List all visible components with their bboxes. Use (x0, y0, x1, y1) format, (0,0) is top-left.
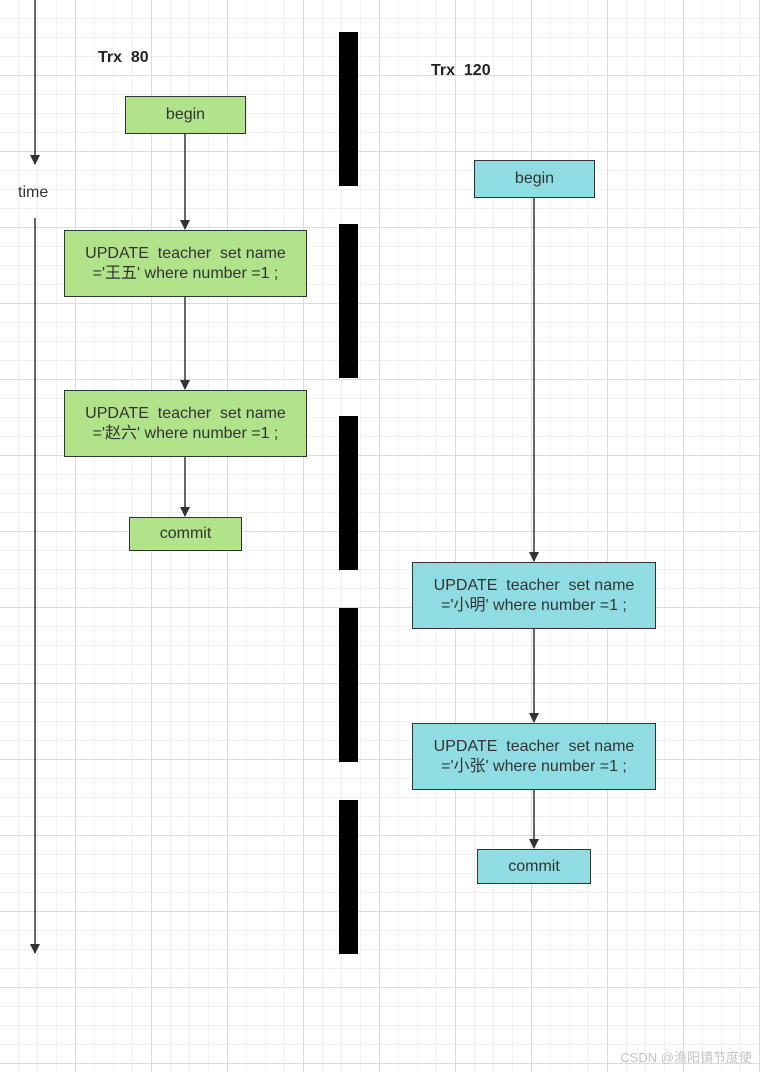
divider-dash (339, 416, 358, 570)
time-axis-label: time (18, 184, 49, 201)
trx-120-update-node-1[interactable]: UPDATE teacher set name ='小明' where numb… (412, 562, 656, 629)
trx-120-update-node-2[interactable]: UPDATE teacher set name ='小张' where numb… (412, 723, 656, 790)
trx-80-begin-node[interactable]: begin (125, 96, 246, 134)
trx-120-begin-node[interactable]: begin (474, 160, 595, 198)
trx-80-update-node-1[interactable]: UPDATE teacher set name ='王五' where numb… (64, 230, 307, 297)
divider-dash (339, 608, 358, 762)
watermark: CSDN @渔阳镇节度使 (620, 1050, 752, 1065)
divider-dash (339, 224, 358, 378)
lane-title-trx-80: Trx 80 (98, 49, 149, 66)
divider-dash (339, 32, 358, 186)
trx-80-commit-node[interactable]: commit (129, 517, 242, 551)
trx-80-update-node-2[interactable]: UPDATE teacher set name ='赵六' where numb… (64, 390, 307, 457)
lane-title-trx-120: Trx 120 (431, 62, 491, 79)
trx-120-commit-node[interactable]: commit (477, 849, 591, 884)
divider-dash (339, 800, 358, 954)
